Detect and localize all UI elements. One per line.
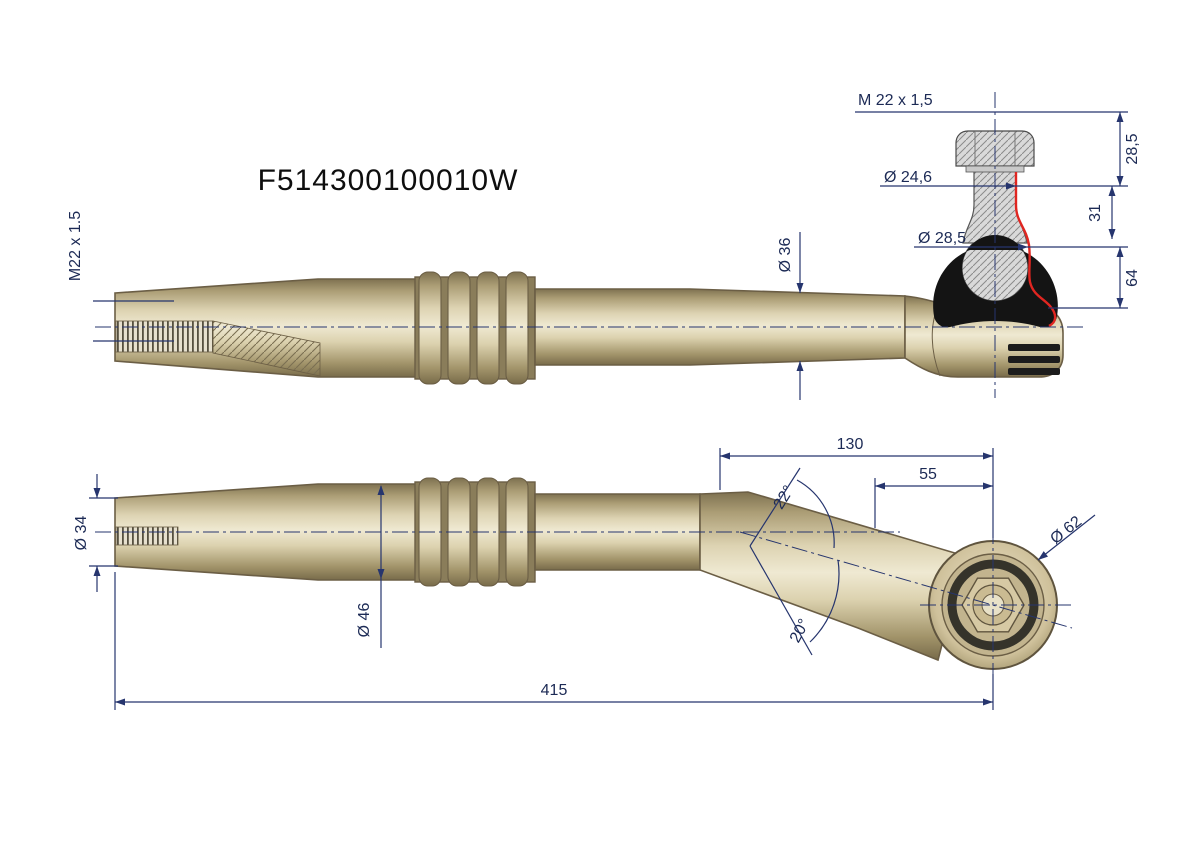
total-height-dimension: 64: [1124, 269, 1141, 287]
section-highlight: [1014, 172, 1057, 328]
thread-size-label: M22 x 1.5: [67, 211, 84, 281]
bend-length-dimension: 130: [837, 436, 864, 453]
overall-length-dimension: 415: [541, 682, 568, 699]
stud-height-dimension: 28,5: [1124, 133, 1141, 164]
part-number-label: F514300100010W: [258, 164, 519, 197]
thread-section: [115, 320, 214, 353]
tip-diameter-label: Ø 34: [73, 516, 90, 551]
body-diameter-label: Ø 46: [356, 603, 373, 638]
dust-boot: [933, 235, 1058, 328]
taper-length-dimension: 31: [1087, 204, 1104, 222]
dimensions-top: M22 x 1.5 M 22 x 1,5 Ø 24,6 Ø 28,5 28,5 …: [67, 92, 1141, 400]
head-offset-dimension: 55: [919, 466, 937, 483]
lower-angle-dimension: 20°: [787, 616, 813, 645]
ribbed-section: [414, 271, 536, 385]
rod-bend: [699, 491, 966, 662]
boot-clamp: [1008, 344, 1060, 375]
stud-diameter-label: Ø 24,6: [884, 169, 932, 186]
bottom-view: [114, 477, 1058, 670]
ball-diameter-label: Ø 28,5: [918, 230, 966, 247]
housing-diameter-label: Ø 62: [1047, 513, 1085, 548]
thread-section-plan: [115, 526, 179, 546]
centerlines: [95, 92, 1085, 682]
stud-thread-label: M 22 x 1,5: [858, 92, 933, 109]
shaft-diameter-label: Ø 36: [777, 238, 794, 273]
